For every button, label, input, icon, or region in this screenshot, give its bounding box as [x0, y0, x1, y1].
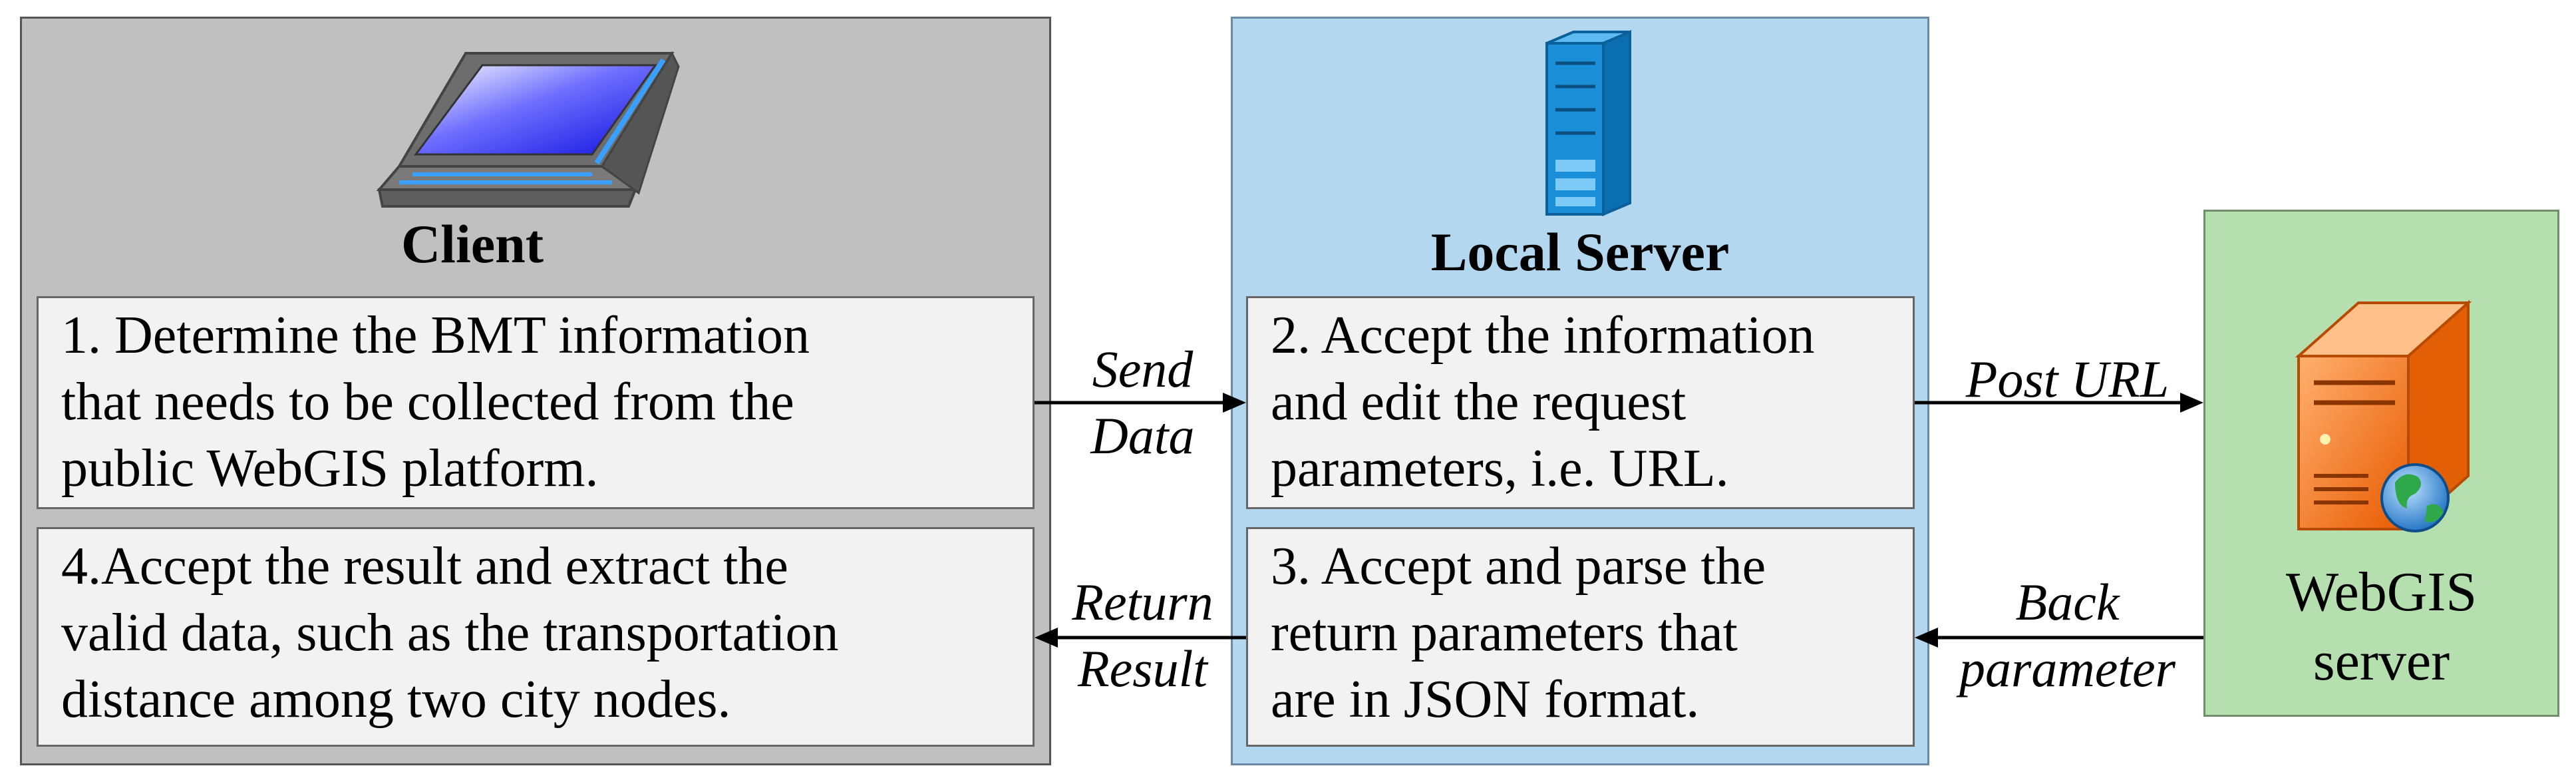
server-tower-icon [1545, 29, 1631, 217]
back-parameter-label-line: parameter [1959, 640, 2175, 697]
return-result-label-line: Result [1078, 640, 1208, 697]
webgis-server-title: WebGIS server [2203, 558, 2559, 696]
step-4-line: 4.Accept the result and extract the [61, 537, 788, 596]
local-server-title: Local Server [1430, 222, 1730, 282]
step-4-line: valid data, such as the transportation [61, 604, 839, 662]
post-url-arrow [1915, 393, 2203, 413]
step-2-line: 2. Accept the information [1271, 306, 1815, 365]
send-data-label-line: Send [1092, 340, 1194, 398]
step-1-box: 1. Determine the BMT information that ne… [37, 296, 1035, 509]
back-parameter-label: Back parameter [1933, 569, 2202, 702]
send-data-label: Send Data [1054, 336, 1231, 469]
step-3-box: 3. Accept and parse the return parameter… [1246, 527, 1915, 747]
step-1-line: that needs to be collected from the [61, 373, 794, 431]
client-title: Client [401, 214, 544, 274]
return-result-arrow [1035, 628, 1246, 648]
post-url-label: Post URL [1965, 350, 2170, 408]
step-4-line: distance among two city nodes. [61, 670, 731, 729]
step-2-line: parameters, i.e. URL. [1271, 439, 1729, 498]
back-parameter-arrow [1915, 628, 2203, 648]
step-4-box: 4.Accept the result and extract the vali… [37, 527, 1035, 747]
send-data-arrow [1035, 393, 1246, 413]
step-2-box: 2. Accept the information and edit the r… [1246, 296, 1915, 509]
laptop-icon [376, 51, 680, 208]
return-result-label: Return Result [1054, 569, 1231, 702]
step-3-line: return parameters that [1271, 604, 1738, 662]
back-parameter-label-line: Back [2015, 573, 2120, 631]
step-2-line: and edit the request [1271, 373, 1687, 431]
webgis-title-line: WebGIS [2285, 561, 2478, 623]
step-3-line: are in JSON format. [1271, 670, 1700, 729]
step-1-line: public WebGIS platform. [61, 439, 599, 498]
step-3-line: 3. Accept and parse the [1271, 537, 1766, 596]
send-data-label-line: Data [1090, 407, 1195, 465]
return-result-label-line: Return [1072, 573, 1213, 631]
webgis-title-line: server [2313, 630, 2450, 692]
step-1-line: 1. Determine the BMT information [61, 306, 810, 365]
web-server-globe-icon [2295, 299, 2472, 532]
